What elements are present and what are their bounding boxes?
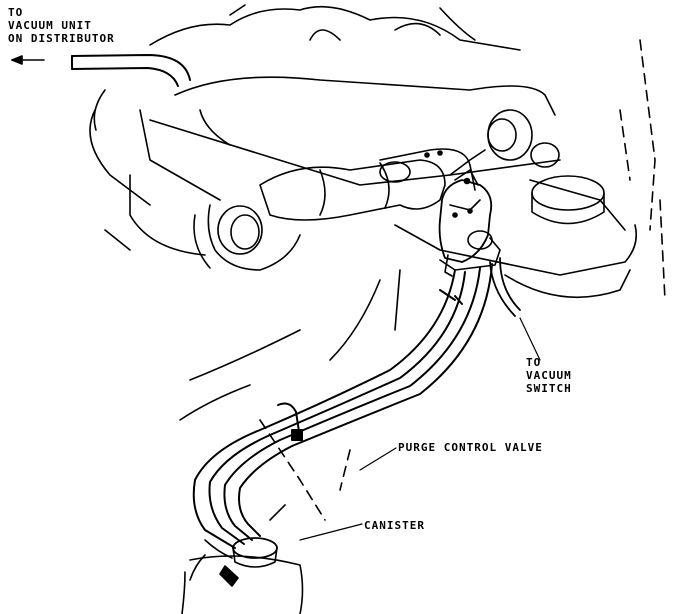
leader-lines [299, 447, 397, 541]
arrow-left-icon [11, 55, 45, 65]
filler-cap [531, 175, 605, 225]
label-purge-control-valve: PURGE CONTROL VALVE [398, 441, 543, 454]
purge-hoses [192, 263, 493, 549]
intake-manifold-runners [193, 148, 476, 271]
canister [181, 504, 304, 614]
label-to-vacuum-switch: TO VACUUM SWITCH [526, 356, 572, 395]
distributor-vacuum-hose [71, 54, 191, 87]
label-canister: CANISTER [364, 519, 425, 532]
label-to-vacuum-unit-on-distributor: TO VACUUM UNIT ON DISTRIBUTOR [8, 6, 115, 45]
purge-control-valve [438, 169, 501, 277]
head-bosses [449, 109, 560, 176]
vacuum-switch-hose [489, 257, 541, 361]
hidden-lines [259, 39, 666, 521]
